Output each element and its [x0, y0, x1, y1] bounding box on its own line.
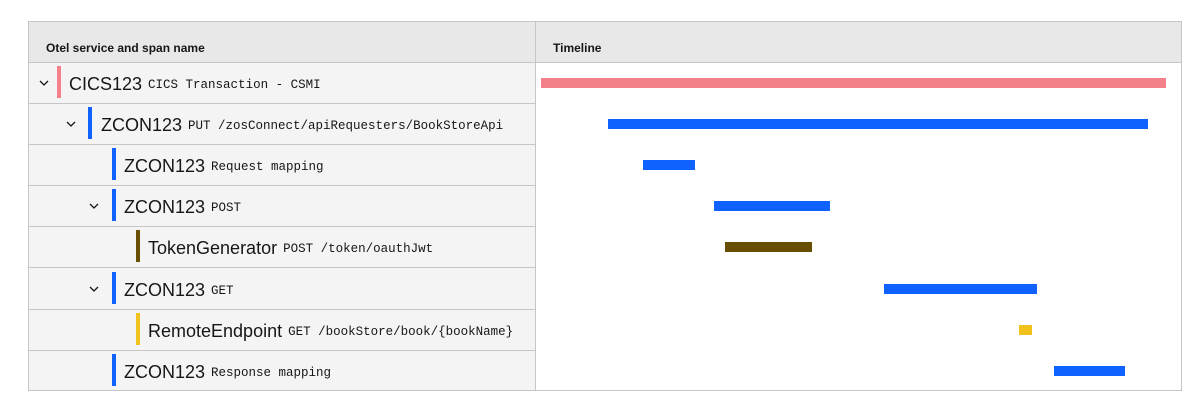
span-name: GET /bookStore/book/{bookName} — [288, 324, 514, 339]
span-name: PUT /zosConnect/apiRequesters/BookStoreA… — [188, 119, 504, 134]
service-color-indicator — [57, 66, 61, 98]
service-column-title: Otel service and span name — [46, 41, 205, 55]
service-color-indicator — [112, 148, 116, 181]
timeline-bar[interactable] — [1053, 365, 1125, 376]
span-list: Otel service and span name CICS123 CICS T… — [29, 22, 536, 390]
chevron-down-icon[interactable] — [87, 199, 101, 213]
service-color-indicator — [88, 107, 92, 140]
span-row[interactable]: ZCON123 Request mapping — [29, 145, 535, 187]
span-label: RemoteEndpoint GET /bookStore/book/{bookN… — [148, 321, 513, 344]
service-color-indicator — [136, 312, 140, 345]
span-name: Response mapping — [211, 365, 332, 380]
span-name: POST /token/oauthJwt — [283, 242, 434, 257]
chevron-down-icon[interactable] — [37, 76, 51, 90]
timeline-bar[interactable] — [884, 283, 1038, 294]
span-row[interactable]: RemoteEndpoint GET /bookStore/book/{bookN… — [29, 310, 535, 351]
timeline-bar[interactable] — [1018, 324, 1032, 335]
service-color-indicator — [112, 271, 116, 304]
service-color-indicator — [112, 189, 116, 222]
chevron-down-icon[interactable] — [87, 282, 101, 296]
service-name: CICS123 — [69, 74, 143, 94]
timeline-panel: Timeline — [536, 22, 1181, 390]
span-label: ZCON123 Request mapping — [124, 156, 324, 179]
service-name: ZCON123 — [101, 115, 183, 136]
span-label: CICS123 CICS Transaction - CSMI — [69, 74, 321, 97]
service-name: ZCON123 — [124, 361, 206, 382]
chevron-down-icon[interactable] — [64, 117, 78, 131]
span-name: CICS Transaction - CSMI — [148, 78, 321, 92]
timeline-bar[interactable] — [725, 242, 813, 253]
span-label: TokenGenerator POST /token/oauthJwt — [148, 238, 433, 261]
span-row[interactable]: CICS123 CICS Transaction - CSMI — [29, 63, 535, 104]
span-label: ZCON123 POST — [124, 197, 241, 220]
timeline-bar[interactable] — [541, 78, 1166, 88]
trace-panel: Otel service and span name CICS123 CICS T… — [28, 21, 1182, 391]
span-label: ZCON123 Response mapping — [124, 362, 331, 385]
span-label: ZCON123 PUT /zosConnect/apiRequesters/Boo… — [101, 115, 503, 138]
span-name: Request mapping — [211, 160, 324, 175]
span-row[interactable]: ZCON123 POST — [29, 186, 535, 228]
service-name: ZCON123 — [124, 197, 206, 218]
service-name: ZCON123 — [124, 156, 206, 177]
timeline-column-title: Timeline — [553, 41, 602, 55]
span-row[interactable]: ZCON123 Response mapping — [29, 351, 535, 392]
span-row[interactable]: TokenGenerator POST /token/oauthJwt — [29, 227, 535, 269]
service-column-header: Otel service and span name — [29, 22, 535, 63]
timeline-bar[interactable] — [713, 201, 831, 212]
span-label: ZCON123 GET — [124, 280, 234, 303]
service-name: RemoteEndpoint — [148, 320, 283, 341]
service-color-indicator — [112, 353, 116, 386]
span-row[interactable]: ZCON123 PUT /zosConnect/apiRequesters/Boo… — [29, 104, 535, 146]
timeline-column-header: Timeline — [536, 22, 1181, 63]
timeline-bar[interactable] — [607, 119, 1148, 130]
timeline-bar[interactable] — [642, 160, 696, 171]
service-name: TokenGenerator — [148, 238, 278, 259]
service-color-indicator — [136, 230, 140, 263]
span-row[interactable]: ZCON123 GET — [29, 269, 535, 310]
span-name: GET — [211, 283, 234, 298]
service-name: ZCON123 — [124, 279, 206, 300]
span-name: POST — [211, 201, 242, 216]
